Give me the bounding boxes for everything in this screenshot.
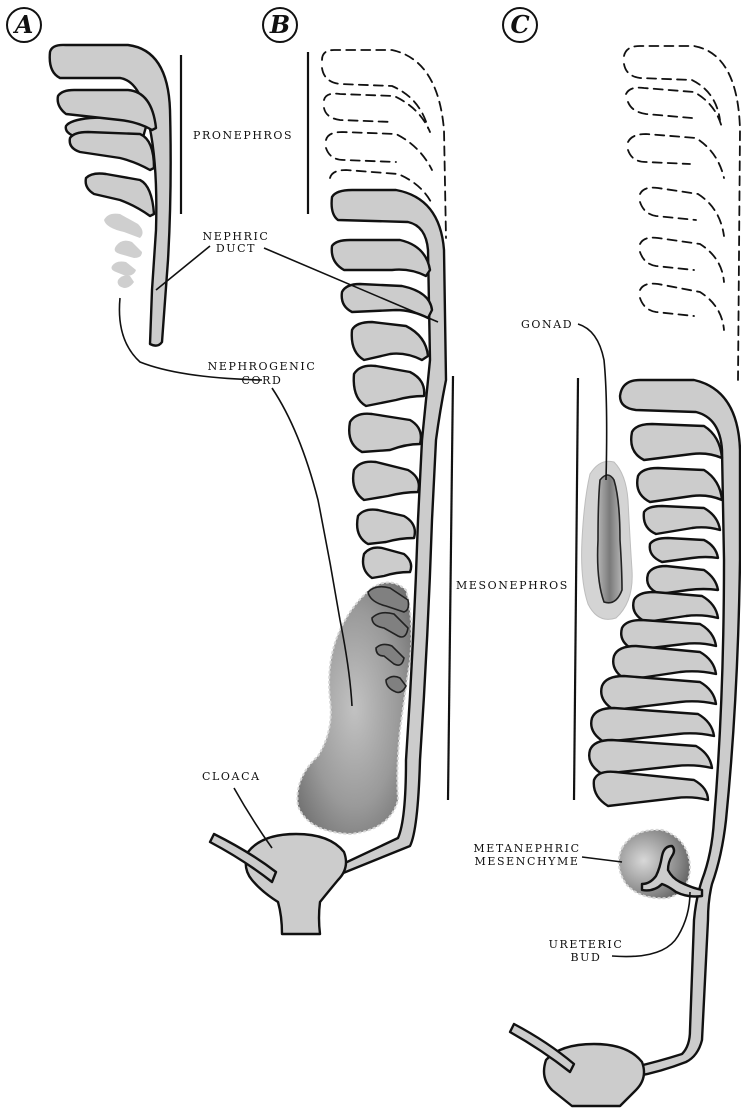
metanephric-label-line1: Metanephric	[473, 842, 580, 855]
panel-label-a: A	[7, 8, 41, 42]
label-pronephros: Pronephros	[193, 129, 293, 142]
panel-letter-a: A	[13, 10, 34, 39]
panel-b	[210, 50, 453, 934]
cloaca-leader	[234, 788, 272, 848]
nephrogenic-cord-label-line2: cord	[242, 374, 283, 387]
nephric-duct-label-line2: duct	[216, 242, 256, 255]
mesonephros-bracket-b	[448, 376, 453, 800]
panel-label-c: C	[503, 8, 537, 42]
label-gonad: Gonad	[521, 318, 607, 480]
panel-letter-c: C	[510, 10, 529, 39]
nephrogenic-cord-label-line1: Nephrogenic	[208, 360, 317, 373]
label-metanephric-mesenchyme: Metanephric mesenchyme	[473, 842, 622, 868]
label-ureteric-bud: Ureteric bud	[549, 892, 690, 964]
mesonephros-label: Mesonephros	[456, 579, 569, 592]
gonad-label: Gonad	[521, 318, 573, 331]
label-mesonephros: Mesonephros	[456, 579, 569, 592]
label-nephrogenic-cord: Nephrogenic cord	[208, 360, 352, 706]
metanephric-label-line2: mesenchyme	[474, 855, 579, 868]
regressing-tubules-a	[104, 214, 143, 288]
regressed-tubules-c	[624, 46, 740, 380]
panel-c	[510, 46, 740, 1106]
cloaca-label: Cloaca	[202, 770, 261, 783]
ureteric-bud-label-line1: Ureteric	[549, 938, 624, 951]
cloaca-b	[246, 834, 346, 934]
metanephric-leader	[582, 857, 622, 862]
pronephros-label: Pronephros	[193, 129, 293, 142]
panel-label-b: B	[263, 8, 297, 42]
gonad-leader	[578, 324, 607, 480]
pronephros-a-tubule	[70, 132, 154, 170]
panel-letter-b: B	[269, 10, 290, 39]
ureteric-bud-leader	[612, 892, 690, 957]
pronephros-a-tubule	[86, 174, 154, 217]
panel-a	[50, 45, 262, 380]
ureteric-bud-label-line2: bud	[571, 951, 602, 964]
mesonephros-bracket-c	[574, 378, 578, 800]
